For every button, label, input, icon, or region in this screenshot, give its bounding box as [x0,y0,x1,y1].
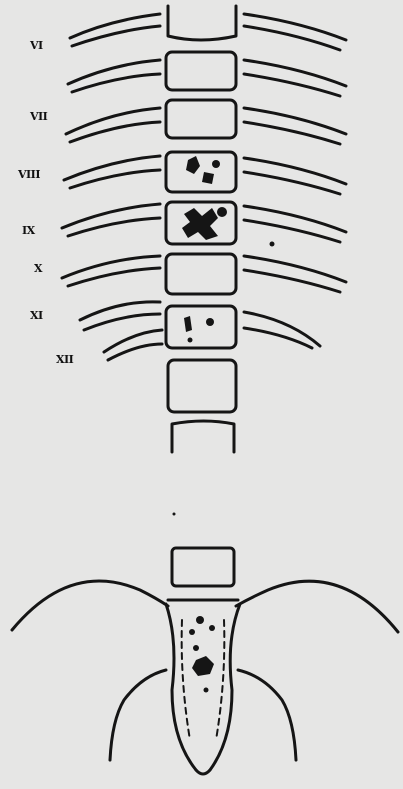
label-xi: XI [30,309,43,322]
label-ix: IX [22,224,35,237]
label-x: X [34,262,42,275]
label-vii: VII [30,110,47,123]
speck [173,513,176,516]
label-viii: VIII [18,168,40,181]
label-xii: XII [56,353,73,366]
label-vi: VI [30,39,43,52]
